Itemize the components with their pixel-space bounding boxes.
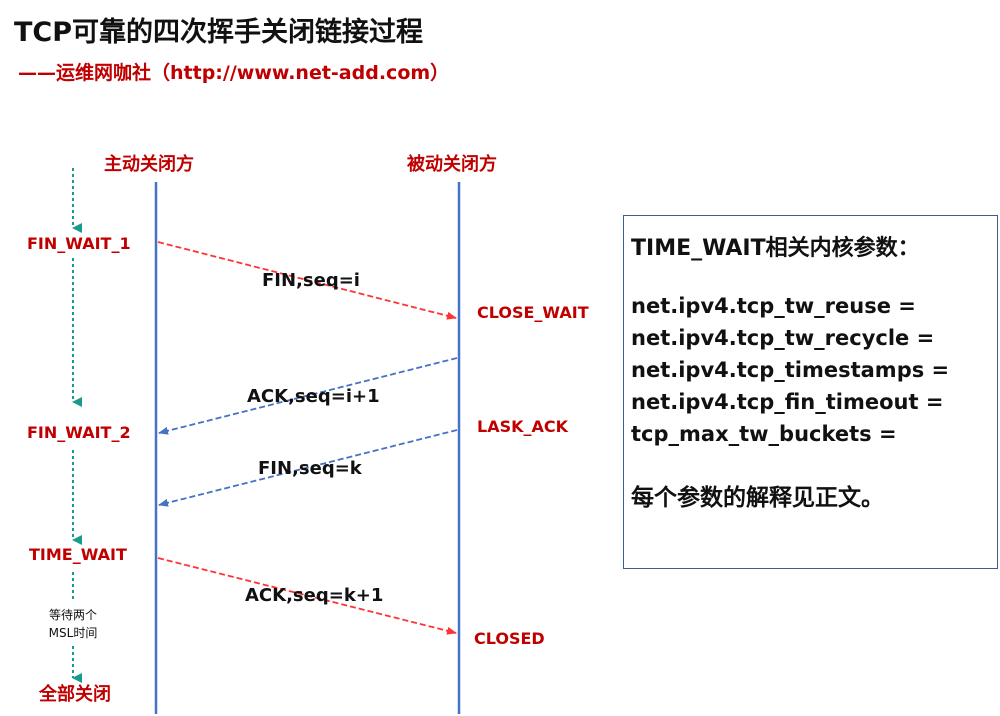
fin1-arrow [157, 241, 457, 320]
fin2-label: FIN,seq=k [258, 458, 362, 479]
param-max-tw-buckets: tcp_max_tw_buckets = [631, 422, 897, 446]
state-close-wait: CLOSE_WAIT [477, 303, 589, 322]
ack1-arrow [158, 357, 458, 435]
ack2-label: ACK,seq=k+1 [245, 585, 384, 606]
state-fin-wait-2: FIN_WAIT_2 [27, 423, 131, 442]
ack1-label: ACK,seq=i+1 [247, 386, 380, 407]
wait-note: 等待两个 MSL时间 [34, 606, 112, 642]
param-tw-reuse: net.ipv4.tcp_tw_reuse = [631, 294, 916, 318]
param-timestamps: net.ipv4.tcp_timestamps = [631, 358, 950, 382]
ack2-arrow [157, 557, 457, 635]
state-last-ack: LASK_ACK [477, 417, 569, 436]
fin1-label: FIN,seq=i [262, 270, 360, 291]
state-fin-wait-1: FIN_WAIT_1 [27, 234, 131, 253]
kernel-params-heading: TIME_WAIT相关内核参数： [631, 236, 920, 261]
passive-closer-label: 被动关闭方 [407, 154, 497, 175]
kernel-params-footer: 每个参数的解释见正文。 [631, 485, 884, 511]
kernel-params-box: TIME_WAIT相关内核参数： net.ipv4.tcp_tw_reuse =… [623, 215, 998, 569]
wait-note-line-1: 等待两个 [48, 608, 97, 622]
wait-note-line-2: MSL时间 [48, 626, 98, 640]
state-closed-all: 全部关闭 [39, 684, 111, 705]
param-tw-recycle: net.ipv4.tcp_tw_recycle = [631, 326, 935, 350]
page-subtitle: ——运维网咖社（http://www.net-add.com） [18, 62, 450, 84]
active-closer-label: 主动关闭方 [104, 154, 194, 175]
fin2-arrow [158, 429, 458, 507]
state-closed: CLOSED [474, 629, 545, 648]
state-time-wait: TIME_WAIT [29, 545, 127, 564]
param-fin-timeout: net.ipv4.tcp_fin_timeout = [631, 390, 944, 414]
page-title: TCP可靠的四次挥手关闭链接过程 [14, 17, 424, 48]
